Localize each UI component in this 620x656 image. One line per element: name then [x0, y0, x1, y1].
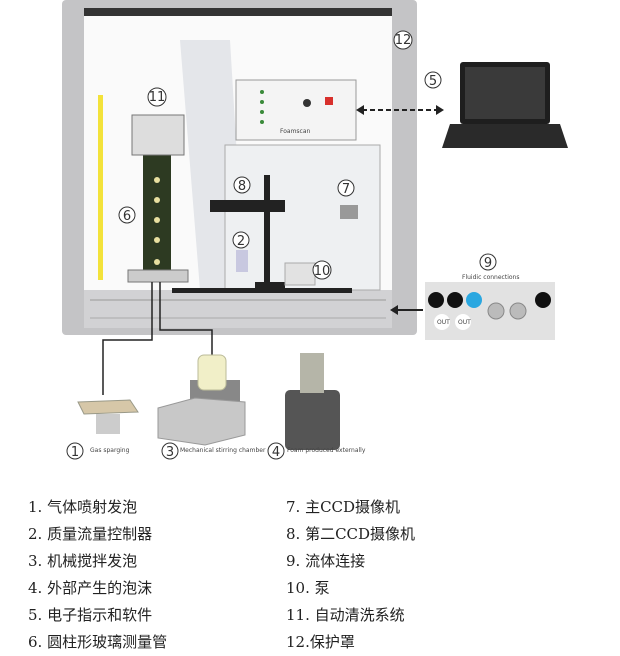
instrument-diagram: Foamscan Fluidic connections OUT OUT Gas…	[62, 0, 568, 460]
legend-item: 6. 圆柱形玻璃测量管	[28, 633, 168, 651]
external-foam-unit	[285, 353, 340, 450]
callout-6: 6	[118, 206, 136, 224]
controller-label: Foamscan	[280, 128, 311, 135]
callout-9: 9	[479, 253, 497, 271]
mechanical-stirring-chamber	[157, 354, 246, 446]
callout-8: 8	[233, 176, 251, 194]
pump	[284, 262, 316, 286]
svg-text:5: 5	[429, 74, 437, 89]
gas-sparging-unit	[77, 399, 139, 434]
legend-item: 10. 泵	[286, 579, 330, 597]
measurement-ruler	[98, 95, 103, 280]
svg-text:1: 1	[71, 445, 79, 460]
legend-item: 12.保护罩	[286, 633, 355, 651]
fluidic-label: Fluidic connections	[462, 274, 519, 281]
svg-text:12: 12	[395, 33, 412, 48]
svg-text:9: 9	[484, 256, 492, 271]
mass-flow-controller	[236, 250, 248, 272]
svg-text:3: 3	[166, 445, 174, 460]
c3-label: Mechanical stirring chamber	[180, 447, 266, 454]
callout-5: 5	[424, 71, 442, 89]
auto-cleaning-head	[131, 114, 185, 156]
svg-text:OUT: OUT	[437, 319, 450, 326]
legend-left: 1. 气体喷射发泡 2. 质量流量控制器 3. 机械搅拌发泡 4. 外部产生的泡…	[28, 494, 167, 656]
c1-label: Gas sparging	[90, 447, 130, 454]
legend-item: 11. 自动清洗系统	[286, 606, 405, 624]
callout-11: 11	[147, 87, 167, 107]
callout-3: 3	[161, 442, 179, 460]
callout-12: 12	[393, 30, 413, 50]
legend-item: 1. 气体喷射发泡	[28, 498, 138, 516]
main-ccd-camera	[340, 205, 358, 219]
legend-item: 7. 主CCD摄像机	[286, 498, 401, 516]
legend-item: 2. 质量流量控制器	[28, 525, 153, 543]
callout-10: 10	[312, 260, 332, 280]
svg-text:4: 4	[272, 445, 280, 460]
legend-item: 8. 第二CCD摄像机	[286, 525, 416, 543]
svg-text:10: 10	[314, 264, 331, 279]
svg-text:8: 8	[238, 179, 246, 194]
svg-text:11: 11	[149, 90, 166, 105]
legend-right: 7. 主CCD摄像机 8. 第二CCD摄像机 9. 流体连接 10. 泵 11.…	[286, 494, 415, 656]
legend-item: 9. 流体连接	[286, 552, 366, 570]
second-ccd-camera	[210, 200, 285, 212]
callout-7: 7	[337, 179, 355, 197]
legend-item: 3. 机械搅拌发泡	[28, 552, 138, 570]
laptop-icon	[442, 62, 568, 148]
legend-item: 4. 外部产生的泡沫	[28, 579, 153, 597]
svg-text:OUT: OUT	[458, 319, 471, 326]
callout-4: 4	[267, 442, 285, 460]
callout-2: 2	[232, 231, 250, 249]
callout-1: 1	[66, 442, 84, 460]
svg-text:2: 2	[237, 234, 245, 249]
c4-label: Foam produced externally	[287, 447, 366, 454]
svg-text:7: 7	[342, 182, 350, 197]
svg-text:6: 6	[123, 209, 131, 224]
foamscan-controller	[235, 79, 357, 141]
legend-item: 5. 电子指示和软件	[28, 606, 153, 624]
glass-measuring-column	[143, 155, 171, 275]
